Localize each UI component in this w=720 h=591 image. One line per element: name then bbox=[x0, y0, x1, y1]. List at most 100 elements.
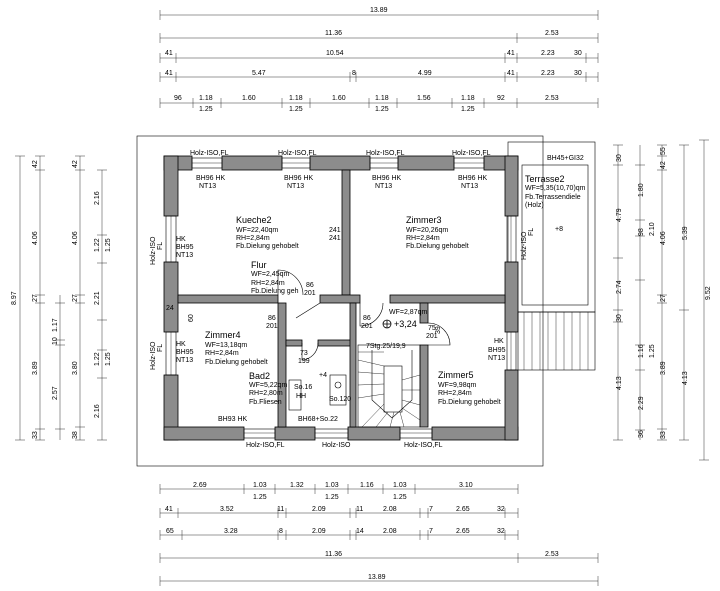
top-dim-row5-sub-2: 1.25 bbox=[375, 106, 389, 113]
door-w-1: 86 bbox=[306, 282, 314, 289]
right-col3-0: 55 bbox=[660, 147, 667, 155]
top-dim-row5-7: 1.18 bbox=[461, 95, 475, 102]
hk-left-2: HK bbox=[176, 341, 186, 348]
top-dim-row4-e: 41 bbox=[507, 70, 515, 77]
top-dim-total: 13.89 bbox=[370, 7, 388, 14]
room-terrasse: BH45+GI32 Terrasse2 WF=5,35(10,70)qm Fb.… bbox=[525, 155, 586, 233]
bottom-row1-3: 1.03 bbox=[325, 482, 339, 489]
window-label-bottom-1: Holz-ISO,FL bbox=[246, 442, 285, 449]
left-col4-1: 1.22 bbox=[94, 238, 101, 252]
bottom-row2-4: 11 bbox=[356, 506, 363, 513]
right-col3-1: 42 bbox=[660, 161, 667, 169]
top-dim-row3-b: 10.54 bbox=[326, 50, 344, 57]
room-floor: Fb.Dielung geh bbox=[251, 288, 299, 295]
room-name: Kueche2 bbox=[236, 215, 272, 225]
bottom-dimension-chains: 2.69 1.03 1.32 1.03 1.16 1.03 3.10 1.25 … bbox=[159, 482, 599, 586]
top-dim-row5-1: 1.18 bbox=[199, 95, 213, 102]
hh-label: HH bbox=[296, 393, 306, 400]
sill-label-3: BH96 HK bbox=[372, 175, 402, 182]
door-h-5: 199 bbox=[298, 358, 310, 365]
sill-label-2: BH96 HK bbox=[284, 175, 314, 182]
left-col1-4: 33 bbox=[32, 431, 39, 439]
component-labels: Holz-ISO,FL Holz-ISO,FL Holz-ISO,FL Holz… bbox=[150, 150, 535, 449]
top-dim-row2-a: 11.36 bbox=[325, 30, 342, 37]
room-area: WF=22,40qm bbox=[236, 227, 278, 234]
window-label-top-1: Holz-ISO,FL bbox=[190, 150, 229, 157]
room-floor: Fb.Dielung gehobelt bbox=[406, 243, 469, 250]
nt-label-4: NT13 bbox=[461, 183, 478, 190]
so16-label: So.16 bbox=[294, 384, 312, 391]
door-h-3: 201 bbox=[361, 323, 373, 330]
room-zimmer4: Zimmer4 WF=13,18qm RH=2,84m Fb.Dielung g… bbox=[205, 330, 268, 366]
left-dim-outer: 8.97 bbox=[11, 291, 18, 305]
terrace-deck bbox=[517, 164, 596, 371]
bathroom-fixtures bbox=[288, 374, 347, 411]
nt-left-2: NT13 bbox=[176, 357, 193, 364]
door-w-5: 73 bbox=[300, 350, 308, 357]
room-floor: Fb.Dielung gehobelt bbox=[205, 359, 268, 366]
dim-24: 24 bbox=[166, 305, 174, 312]
room-floor: Fb.Terrassendiele bbox=[525, 194, 581, 201]
left-col3-0: 42 bbox=[72, 160, 79, 168]
left-col4-5: 1.25 bbox=[105, 352, 112, 366]
window-label-left-2: Holz-ISO bbox=[150, 341, 157, 370]
nt-label-3: NT13 bbox=[375, 183, 392, 190]
door-w-3: 86 bbox=[363, 315, 371, 322]
bottom-row4-b: 2.53 bbox=[545, 551, 559, 558]
room-area: WF=20,26qm bbox=[406, 227, 448, 234]
right-col2-5: 2.29 bbox=[638, 396, 645, 410]
dim-60: 60 bbox=[188, 314, 195, 322]
bottom-row1-sub-0: 1.25 bbox=[253, 494, 267, 501]
bottom-row3-3: 2.09 bbox=[312, 528, 326, 535]
top-dim-row5-4: 1.60 bbox=[332, 95, 346, 102]
left-col2-1: 10 bbox=[52, 337, 59, 345]
left-col1-3: 3.89 bbox=[32, 361, 39, 375]
room-name: Bad2 bbox=[249, 371, 270, 381]
hk-left-1: HK bbox=[176, 236, 186, 243]
top-dim-row5-9: 2.53 bbox=[545, 95, 559, 102]
bottom-row2-8: 32 bbox=[497, 506, 505, 513]
right-col4-1: 4.13 bbox=[682, 371, 689, 385]
nt-label-1: NT13 bbox=[199, 183, 216, 190]
bottom-row3-7: 2.65 bbox=[456, 528, 470, 535]
right-col4-0: 5.39 bbox=[682, 226, 689, 240]
sill-label-4: BH96 HK bbox=[458, 175, 488, 182]
kitchen-door-h: 241 bbox=[329, 235, 341, 242]
top-dim-row3-c: 41 bbox=[507, 50, 515, 57]
room-flur: Flur WF=2,45qm RH=2,84m Fb.Dielung geh bbox=[251, 260, 299, 295]
left-col1-1: 4.06 bbox=[32, 231, 39, 245]
room-area: WF=5,35(10,70)qm bbox=[525, 185, 586, 192]
bottom-row1-4: 1.16 bbox=[360, 482, 374, 489]
dim-39: 39 bbox=[435, 326, 442, 334]
bottom-row1-1: 1.03 bbox=[253, 482, 267, 489]
bottom-row3-0: 65 bbox=[166, 528, 174, 535]
left-col4-3: 2.21 bbox=[94, 291, 101, 305]
door-w-2: 86 bbox=[268, 315, 276, 322]
top-dim-row3-a: 41 bbox=[165, 50, 173, 57]
roof-outline bbox=[136, 135, 544, 467]
bottom-row1-5: 1.03 bbox=[393, 482, 407, 489]
left-col4-6: 2.16 bbox=[94, 404, 101, 418]
bh-left-1: BH95 bbox=[176, 244, 194, 251]
room-name: Zimmer4 bbox=[205, 330, 241, 340]
kitchen-door-w: 241 bbox=[329, 227, 341, 234]
staircase bbox=[357, 344, 421, 428]
terrace-outline bbox=[507, 141, 596, 313]
right-col3-2: 4.06 bbox=[660, 231, 667, 245]
top-dim-row4-b: 5.47 bbox=[252, 70, 266, 77]
bottom-row2-0: 41 bbox=[165, 506, 173, 513]
bottom-row1-2: 1.32 bbox=[290, 482, 304, 489]
room-area: WF=5,22qm bbox=[249, 382, 287, 389]
right-dim-outer: 9.52 bbox=[705, 286, 712, 300]
window-fl-left-1: FL bbox=[157, 242, 164, 250]
bh-left-2: BH95 bbox=[176, 349, 194, 356]
top-dim-row3-e: 30 bbox=[574, 50, 582, 57]
door-swings bbox=[277, 269, 451, 361]
left-col1-0: 42 bbox=[32, 160, 39, 168]
right-col3-4: 3.89 bbox=[660, 361, 667, 375]
left-col3-2: 27 bbox=[72, 294, 79, 302]
top-dim-row4-f: 2.23 bbox=[541, 70, 555, 77]
top-dim-row4-a: 41 bbox=[165, 70, 173, 77]
window-label-top-3: Holz-ISO,FL bbox=[366, 150, 405, 157]
windows bbox=[165, 157, 517, 439]
